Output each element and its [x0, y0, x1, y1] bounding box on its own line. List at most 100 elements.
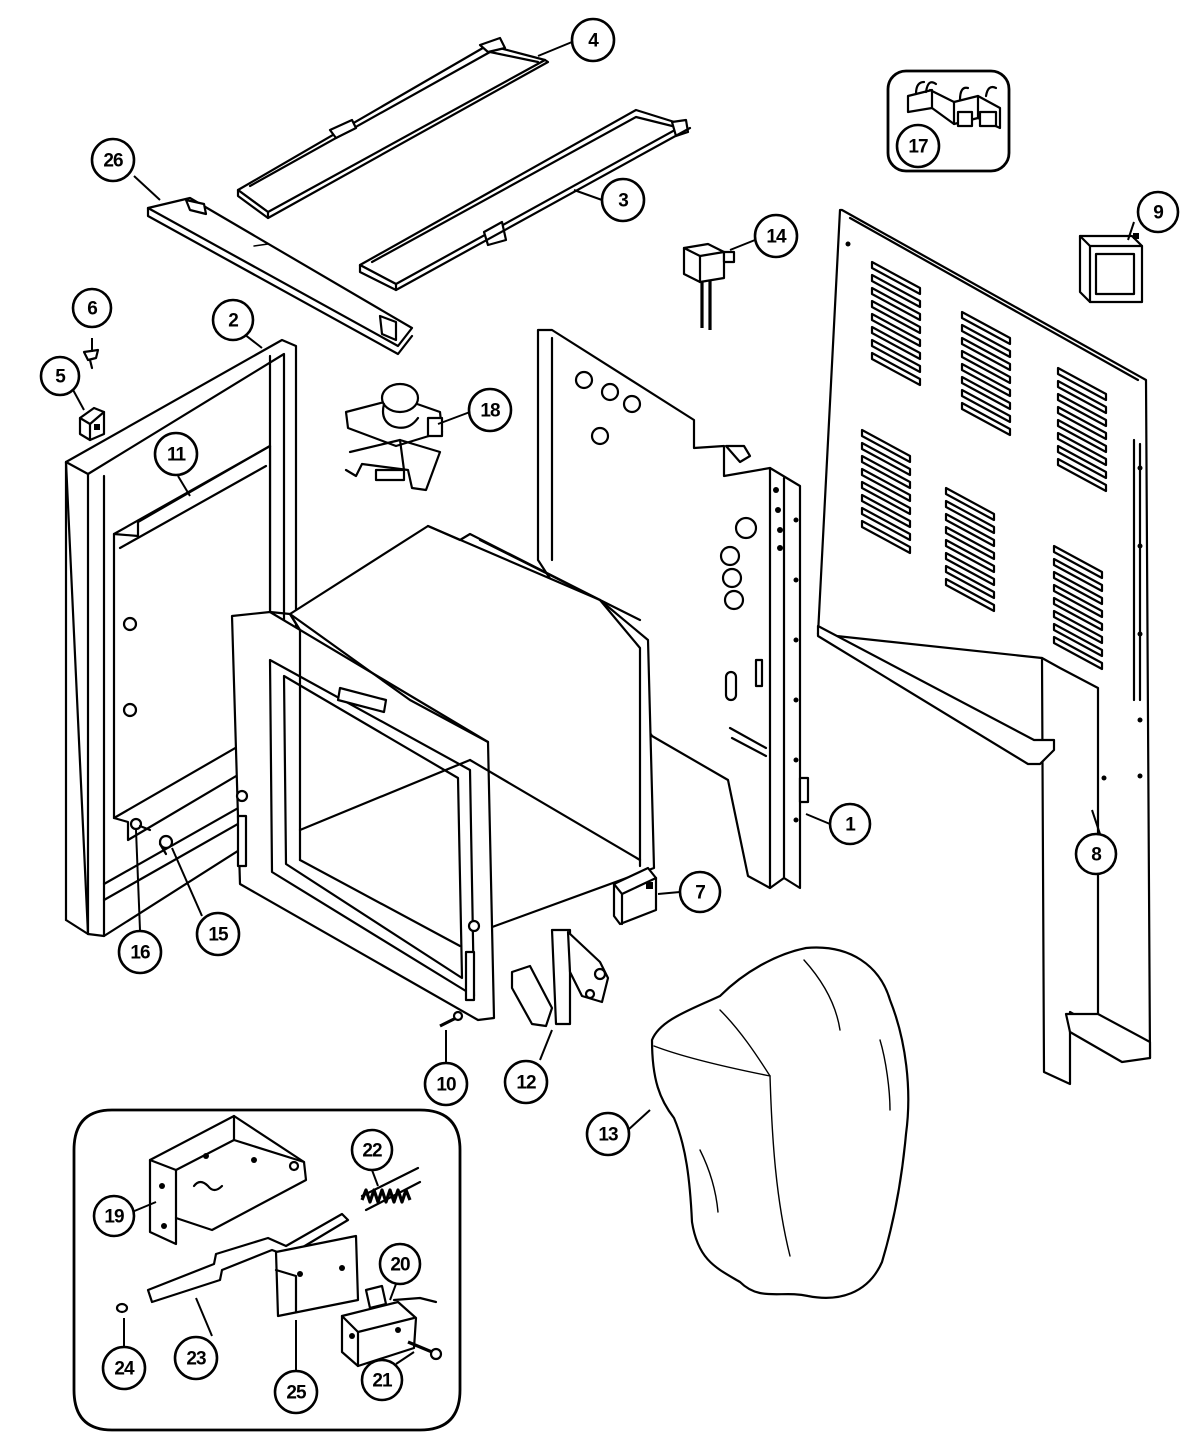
svg-text:7: 7: [695, 883, 705, 904]
louver-slot: [860, 441, 912, 477]
louver-slot: [870, 325, 922, 361]
louver-slot: [944, 564, 996, 600]
louver-slot: [944, 538, 996, 574]
louver-slot: [870, 351, 922, 387]
louver-slot: [960, 310, 1012, 346]
svg-text:23: 23: [186, 1349, 206, 1370]
callout-24: 24: [101, 1345, 147, 1391]
louver-slot: [1056, 418, 1108, 454]
louver-slot: [860, 454, 912, 490]
callout-2: 2: [211, 298, 255, 342]
svg-text:12: 12: [516, 1073, 536, 1094]
part-1-side-panel: [536, 328, 810, 890]
part-21-screw: [407, 1340, 443, 1361]
louver-slot: [944, 577, 996, 613]
callout-18: 18: [467, 387, 513, 433]
svg-text:8: 8: [1091, 845, 1101, 866]
louver-slot: [1056, 431, 1108, 467]
svg-text:4: 4: [588, 31, 599, 52]
callout-8: 8: [1074, 832, 1118, 876]
louver-slot: [1052, 596, 1104, 632]
louver-slot: [1056, 392, 1108, 428]
part-3-top-rail: [358, 108, 692, 292]
louver-slot: [944, 551, 996, 587]
louver-slot: [1056, 379, 1108, 415]
svg-text:5: 5: [55, 367, 66, 388]
part-5-clip: [78, 406, 106, 442]
svg-text:24: 24: [114, 1359, 135, 1380]
part-9-bracket: [1078, 233, 1144, 304]
louver-slot: [870, 338, 922, 374]
louver-slot: [960, 349, 1012, 385]
leader-lines: [71, 41, 1135, 1370]
louver-slot: [1052, 635, 1104, 671]
callout-15: 15: [195, 911, 241, 957]
louver-slot: [944, 525, 996, 561]
svg-text:13: 13: [598, 1125, 618, 1146]
svg-text:19: 19: [104, 1207, 124, 1228]
svg-text:11: 11: [167, 445, 187, 466]
svg-text:25: 25: [286, 1383, 307, 1404]
part-16-screw: [129, 817, 152, 832]
part-19-bracket: [148, 1114, 308, 1246]
louver-slot: [860, 506, 912, 542]
svg-text:9: 9: [1153, 203, 1163, 224]
svg-text:15: 15: [208, 925, 229, 946]
part-26-trim-strip: [146, 196, 414, 356]
part-10-screw: [439, 1010, 464, 1028]
louver-slot: [1052, 544, 1104, 580]
louver-slot: [1056, 366, 1108, 402]
louver-slot: [960, 362, 1012, 398]
callout-6: 6: [71, 287, 113, 329]
louver-slot: [1052, 622, 1104, 658]
svg-text:2: 2: [228, 311, 238, 332]
part-8-back-panel: [816, 208, 1152, 1086]
svg-text:17: 17: [908, 137, 928, 158]
svg-text:18: 18: [480, 401, 500, 422]
part-24-clip: [115, 1302, 129, 1314]
louver-slot: [870, 299, 922, 335]
callout-22: 22: [350, 1128, 394, 1172]
callout-25: 25: [273, 1369, 319, 1415]
louver-slot: [870, 286, 922, 322]
louver-slot: [860, 480, 912, 516]
callout-17: 17: [895, 123, 941, 169]
louver-slot: [944, 499, 996, 535]
callout-14: 14: [753, 213, 799, 259]
louver-slot: [870, 260, 922, 296]
part-23-rod: [146, 1212, 350, 1304]
part-25-plate: [274, 1234, 360, 1318]
part-22-spring: [360, 1166, 422, 1212]
louver-slot: [1056, 457, 1108, 493]
louver-slot: [1052, 557, 1104, 593]
callout-10: 10: [423, 1061, 469, 1107]
svg-text:22: 22: [362, 1141, 382, 1162]
callout-5: 5: [39, 355, 81, 397]
callout-13: 13: [585, 1111, 631, 1157]
callout-4: 4: [570, 17, 616, 63]
callout-26: 26: [90, 137, 136, 183]
louver-slot: [944, 512, 996, 548]
louver-slot: [944, 486, 996, 522]
callout-7: 7: [678, 870, 722, 914]
part-6-screw: [82, 348, 100, 370]
callout-21: 21: [360, 1358, 404, 1402]
louver-slot: [960, 401, 1012, 437]
part-13-insulation: [650, 946, 910, 1299]
part-4-top-rail: [236, 36, 550, 220]
svg-text:16: 16: [130, 943, 150, 964]
callout-1: 1: [828, 802, 872, 846]
louver-slot: [870, 273, 922, 309]
callout-20: 20: [378, 1242, 422, 1286]
part-18-latch: [344, 382, 444, 492]
oven-cavity: [230, 524, 656, 1022]
louver-slot: [1052, 609, 1104, 645]
louver-slot: [960, 388, 1012, 424]
louver-slot: [870, 312, 922, 348]
callout-3: 3: [600, 177, 646, 223]
callout-9: 9: [1136, 190, 1180, 234]
part-20-switch: [340, 1284, 438, 1368]
svg-text:1: 1: [845, 815, 856, 836]
svg-text:20: 20: [390, 1255, 410, 1276]
